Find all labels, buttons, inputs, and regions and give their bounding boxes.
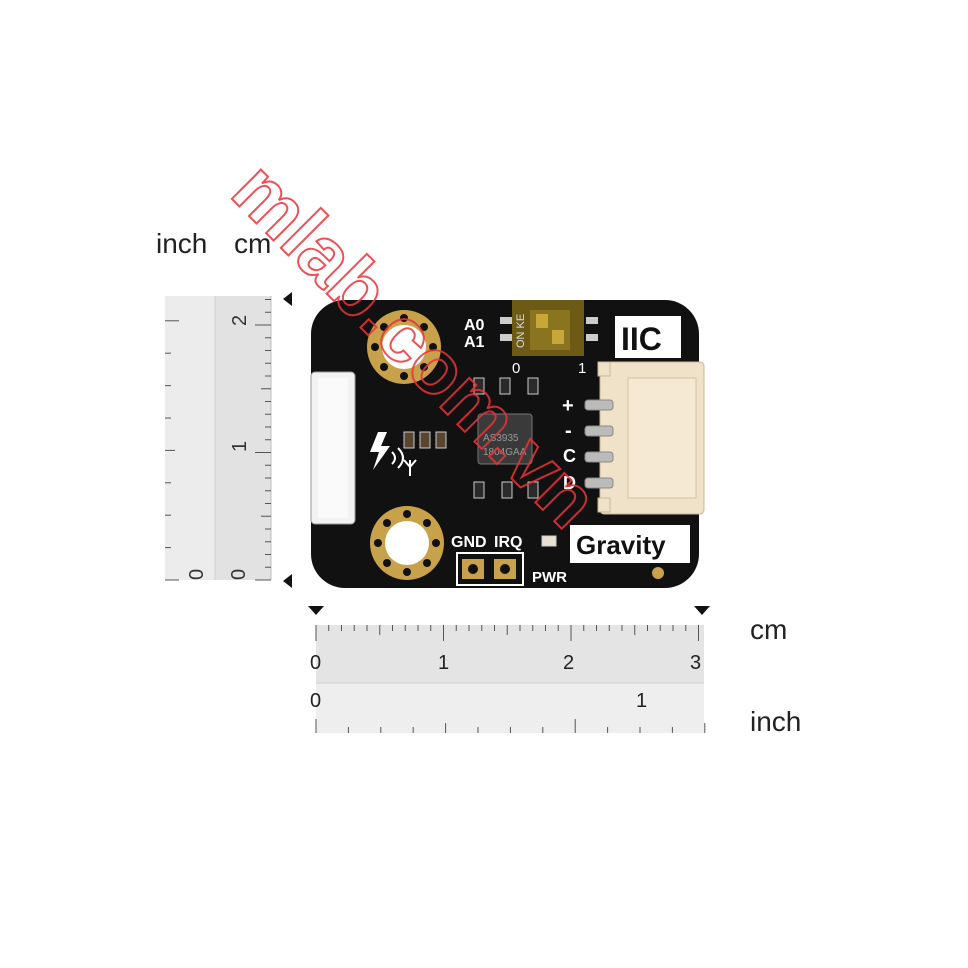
hruler-inch-1: 1 bbox=[636, 690, 648, 712]
test-pad bbox=[652, 567, 664, 579]
pin-plus: + bbox=[562, 395, 574, 417]
hruler-right-marker bbox=[694, 606, 710, 615]
vruler-bottom-marker bbox=[283, 574, 292, 588]
unit-cm-top: cm bbox=[234, 228, 272, 259]
addr-a1: A1 bbox=[464, 334, 485, 351]
mounting-hole-bottom bbox=[370, 506, 444, 580]
smd-components bbox=[403, 377, 557, 547]
ic-text-2: 1804GAA bbox=[483, 447, 527, 458]
unit-cm-right: cm bbox=[750, 614, 788, 645]
vruler-cm-2: 2 bbox=[229, 315, 251, 326]
sensor-board: AS3935 1804GAA ON KE A0 A1 0 1 IIC bbox=[310, 300, 705, 588]
switch-pos-1: 1 bbox=[578, 360, 586, 377]
horizontal-ruler bbox=[308, 606, 710, 733]
vruler-cm-0: 0 bbox=[228, 569, 250, 580]
hruler-cm-0: 0 bbox=[310, 652, 322, 674]
hruler-cm-3: 3 bbox=[690, 652, 702, 674]
vruler-cm-1: 1 bbox=[229, 441, 251, 452]
gravity-connector bbox=[584, 361, 705, 515]
addr-a0: A0 bbox=[464, 317, 485, 334]
dip-switch: ON KE bbox=[500, 300, 598, 356]
switch-label: ON KE bbox=[515, 314, 527, 348]
lightning-icon bbox=[370, 432, 417, 476]
hruler-cm-2: 2 bbox=[563, 652, 575, 674]
mounting-hole-top bbox=[367, 310, 441, 384]
gravity-badge: Gravity bbox=[570, 525, 690, 563]
pwr-label: PWR bbox=[532, 569, 567, 586]
sensor-ic: AS3935 1804GAA bbox=[477, 413, 533, 465]
bus-label: IIC bbox=[621, 321, 662, 357]
vruler-inch-0: 0 bbox=[186, 569, 208, 580]
gnd-label: GND bbox=[451, 534, 487, 551]
antenna-chip bbox=[310, 371, 356, 525]
switch-pos-0: 0 bbox=[512, 360, 520, 377]
vruler-top-marker bbox=[283, 292, 292, 306]
unit-inch-top: inch bbox=[156, 228, 208, 259]
pin-c: C bbox=[563, 446, 576, 466]
brand-label: Gravity bbox=[576, 530, 666, 560]
header-pins bbox=[456, 552, 524, 586]
pin-minus: - bbox=[565, 420, 572, 442]
pin-d: D bbox=[563, 473, 576, 493]
iic-badge: IIC bbox=[615, 316, 681, 358]
vertical-ruler: 2 1 0 0 bbox=[165, 292, 292, 588]
hruler-inch-0: 0 bbox=[310, 690, 322, 712]
hruler-cm-1: 1 bbox=[438, 652, 450, 674]
ic-text-1: AS3935 bbox=[483, 433, 519, 444]
unit-inch-right: inch bbox=[750, 706, 802, 737]
irq-label: IRQ bbox=[494, 534, 522, 551]
hruler-left-marker bbox=[308, 606, 324, 615]
